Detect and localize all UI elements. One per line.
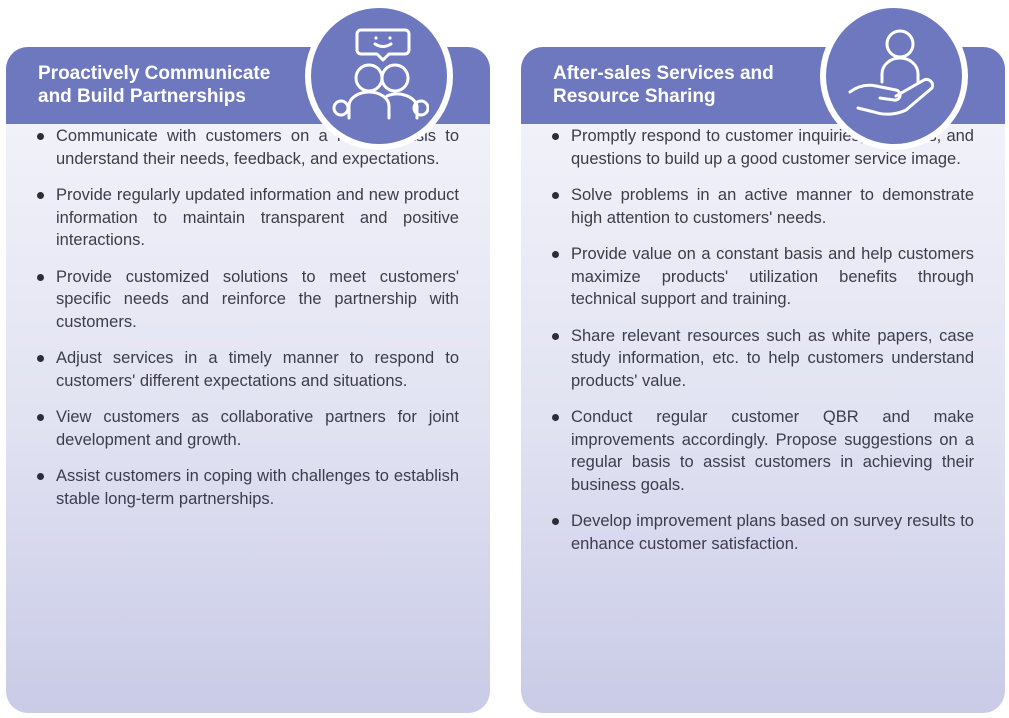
list-item: Assist customers in coping with challeng… [34,465,459,510]
bullet-dot-icon [37,133,44,140]
badge-inner [826,8,962,144]
bullet-dot-icon [552,518,559,525]
bullet-list-communicate: Communicate with customers on a regular … [34,125,459,524]
card-title-line: After-sales Services and [553,63,774,84]
list-item: Develop improvement plans based on surve… [549,510,974,555]
bullet-dot-icon [552,133,559,140]
bullet-dot-icon [552,251,559,258]
list-item-text: Provide regularly updated information an… [56,186,459,249]
list-item-text: Assist customers in coping with challeng… [56,467,459,508]
card-after-sales-services: After-sales Services and Resource Sharin… [521,47,1005,713]
bullet-dot-icon [552,414,559,421]
list-item: View customers as collaborative partners… [34,406,459,451]
list-item-text: Adjust services in a timely manner to re… [56,349,459,390]
list-item-text: Provide customized solutions to meet cus… [56,267,459,331]
bullet-dot-icon [37,473,44,480]
list-item-text: Share relevant resources such as white p… [571,326,974,390]
people-chat-icon [332,28,429,120]
list-item: Conduct regular customer QBR and make im… [549,406,974,496]
list-item-text: Solve problems in an active manner to de… [571,186,974,227]
hand-person-icon [848,29,935,116]
list-item-text: Conduct regular customer QBR and make im… [571,408,974,494]
card-title-line: Proactively Communicate [38,63,271,84]
list-item: Provide value on a constant basis and he… [549,243,974,311]
list-item: Provide regularly updated information an… [34,184,459,252]
card-title: Proactively Communicate and Build Partne… [38,62,308,108]
bullet-dot-icon [552,192,559,199]
badge-circle [820,2,968,150]
list-item: Provide customized solutions to meet cus… [34,266,459,334]
card-title-line: and Build Partnerships [38,86,246,107]
list-item-text: Provide value on a constant basis and he… [571,245,974,308]
bullet-list-after-sales: Promptly respond to customer inquiries, … [549,125,974,569]
list-item: Solve problems in an active manner to de… [549,184,974,229]
bullet-dot-icon [37,355,44,362]
badge-inner [311,8,447,144]
list-item: Share relevant resources such as white p… [549,325,974,393]
bullet-dot-icon [552,332,559,340]
bullet-dot-icon [37,273,44,281]
card-title: After-sales Services and Resource Sharin… [553,62,823,108]
bullet-dot-icon [37,192,44,199]
bullet-dot-icon [37,414,44,421]
badge-circle [305,2,453,150]
card-title-line: Resource Sharing [553,86,716,107]
list-item: Adjust services in a timely manner to re… [34,347,459,392]
list-item-text: View customers as collaborative partners… [56,408,459,449]
list-item-text: Develop improvement plans based on surve… [571,512,974,553]
